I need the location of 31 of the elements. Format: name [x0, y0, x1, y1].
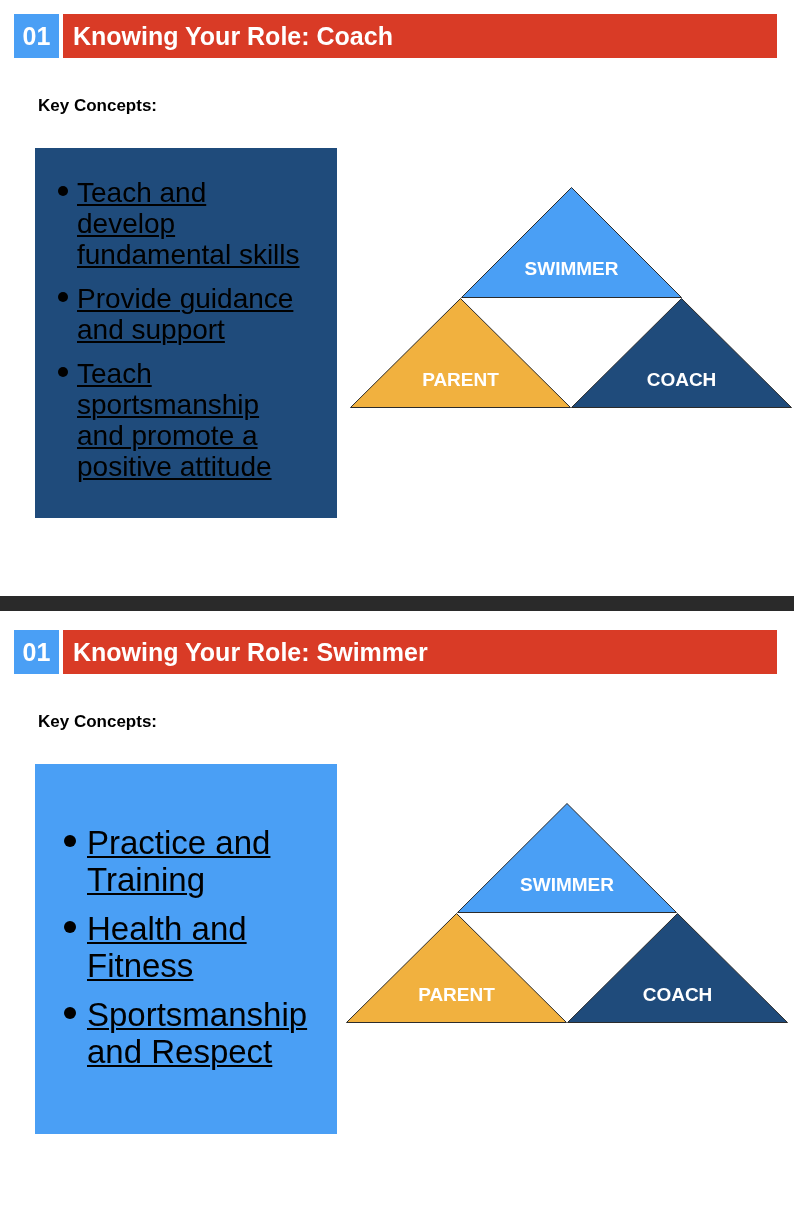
concept-panel [35, 148, 337, 518]
role-label: PARENT [418, 984, 495, 1006]
section-number: 01 [22, 637, 51, 667]
triangle-shape [346, 913, 567, 1023]
number-tile [14, 630, 59, 674]
triangle-shape [457, 803, 677, 913]
role-label: PARENT [422, 369, 499, 391]
number-tile [14, 14, 59, 58]
role-label: SWIMMER [520, 874, 614, 896]
bullet-link: Practice and Training [87, 823, 271, 898]
role-label: SWIMMER [524, 258, 619, 280]
title-bar [63, 14, 777, 58]
bullet-link: Teach and develop fundamental skills [77, 176, 300, 270]
triangle-shape [350, 298, 571, 408]
bullet-link: Sportsmanship and Respect [87, 995, 308, 1070]
bullet-link: Provide guidance and support [77, 282, 294, 345]
role-label: COACH [646, 369, 717, 391]
role-label: COACH [642, 984, 713, 1006]
triangle-shape [461, 187, 682, 298]
triangle-shape [571, 298, 792, 408]
section-number: 01 [22, 21, 51, 51]
bullet-link: Health and Fitness [87, 909, 247, 984]
slide-title: Knowing Your Role: Coach [73, 21, 393, 51]
triangle-shape [567, 913, 788, 1023]
bullet-link: Teach sportsmanship and promote a positive attitude [77, 357, 272, 482]
title-bar [63, 630, 777, 674]
divider-bar [0, 596, 794, 611]
section-heading: Key Concepts: [38, 96, 158, 116]
section-heading: Key Concepts: [38, 712, 158, 732]
concept-panel [35, 764, 337, 1134]
slide-title: Knowing Your Role: Swimmer [73, 637, 428, 667]
